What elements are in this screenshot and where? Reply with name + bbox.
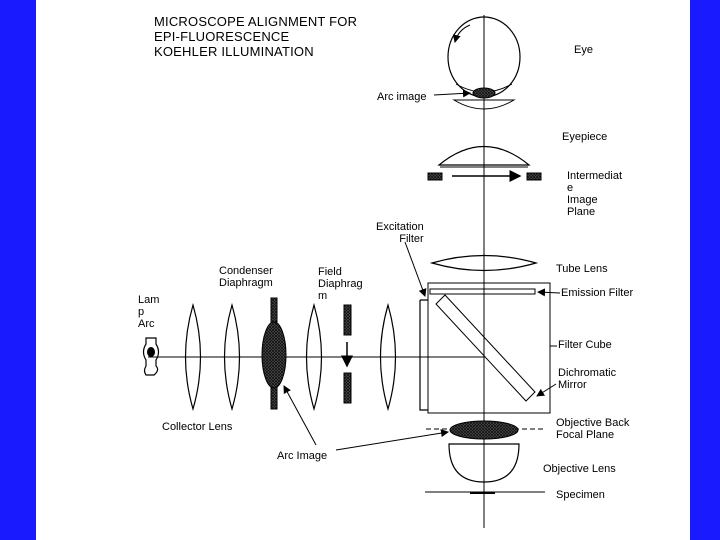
- label-condenser-diaphragm: Condenser Diaphragm: [219, 265, 273, 289]
- label-dichromatic-mirror: Dichromatic Mirror: [558, 367, 617, 391]
- tube-lens: [429, 254, 539, 272]
- arc-image-pointer-left: [283, 385, 317, 446]
- collector-lens-1: [184, 302, 202, 412]
- condenser-diaphragm-top: [270, 297, 278, 323]
- condenser-diaphragm-bottom: [270, 386, 278, 410]
- label-field-diaphragm: Field Diaphrag m: [318, 266, 363, 302]
- relay-lens-1: [305, 302, 323, 412]
- eye-lens: [452, 99, 516, 110]
- eye-arc-arrow: [452, 24, 471, 43]
- arc-image-top: [472, 87, 496, 99]
- title-line-2: EPI-FLUORESCENCE: [154, 29, 290, 44]
- label-arc-image-bottom: Arc Image: [277, 450, 328, 462]
- dichromatic-mirror: [435, 294, 536, 402]
- label-tube-lens: Tube Lens: [556, 263, 608, 275]
- label-specimen: Specimen: [556, 489, 605, 501]
- arc-image-back-focal: [449, 420, 519, 440]
- excitation-pointer: [404, 241, 427, 297]
- diagram-panel: [36, 0, 690, 540]
- arc-image-top-pointer: [433, 89, 471, 98]
- relay-lens-2: [379, 302, 397, 412]
- title-line-3: KOEHLER ILLUMINATION: [154, 44, 314, 59]
- intermediate-stop-left: [427, 172, 443, 181]
- emission-filter: [429, 288, 536, 295]
- intermediate-stop-right: [526, 172, 542, 181]
- label-eyepiece: Eyepiece: [562, 131, 608, 143]
- label-eye: Eye: [574, 44, 593, 56]
- label-lamp-arc: Lam p Arc: [138, 294, 160, 330]
- label-arc-image-top: Arc image: [377, 91, 427, 103]
- collector-lens-2: [223, 302, 241, 412]
- arc-image-condenser: [261, 321, 287, 389]
- dichromatic-pointer: [536, 383, 557, 397]
- field-diaphragm-top: [343, 304, 352, 336]
- lamp-arc-core: [147, 347, 155, 357]
- label-filter-cube: Filter Cube: [558, 339, 612, 351]
- excitation-filter: [419, 299, 428, 411]
- title-line-1: MICROSCOPE ALIGNMENT FOR: [154, 14, 358, 29]
- emission-pointer: [537, 288, 561, 297]
- label-objective-lens: Objective Lens: [543, 463, 616, 475]
- objective-lens: [448, 443, 520, 483]
- eyepiece-lens: [437, 146, 531, 166]
- label-objective-back-focal-plane: Objective Back Focal Plane: [556, 417, 630, 441]
- arc-image-pointer-right: [335, 429, 449, 451]
- label-collector-lens: Collector Lens: [162, 421, 233, 433]
- lamp-arc-bulb: [142, 337, 160, 376]
- label-emission-filter: Emission Filter: [561, 287, 634, 299]
- diagram-title: MICROSCOPE ALIGNMENT FOR EPI-FLUORESCENC…: [154, 14, 357, 59]
- filter-cube-box: [427, 282, 551, 414]
- label-intermediate-image-plane: Intermediat e Image Plane: [567, 170, 623, 218]
- field-diaphragm-bottom: [343, 372, 352, 404]
- label-excitation-filter: Excitation Filter: [376, 221, 424, 245]
